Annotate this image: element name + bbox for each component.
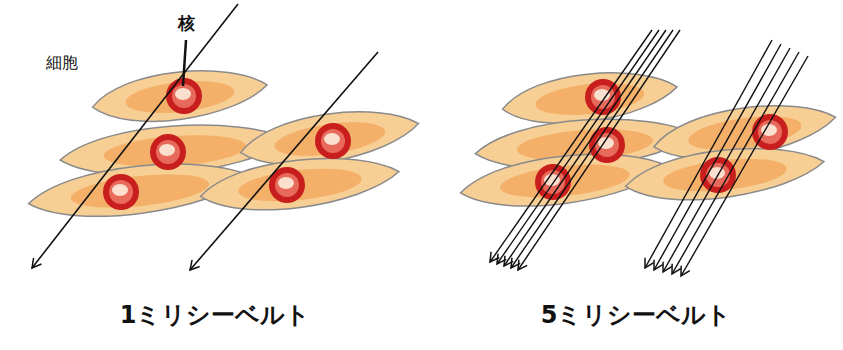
cell-cluster-right — [458, 65, 839, 214]
nucleus-label: 核 — [178, 14, 195, 33]
leader-line — [183, 40, 186, 86]
dose-label: 1ミリシーベルト — [120, 302, 311, 328]
cell-label: 細胞 — [46, 54, 78, 72]
radiation-track-bundle — [490, 30, 808, 276]
dose-label: 5ミリシーベルト — [541, 302, 732, 328]
radiation-track — [32, 4, 378, 270]
